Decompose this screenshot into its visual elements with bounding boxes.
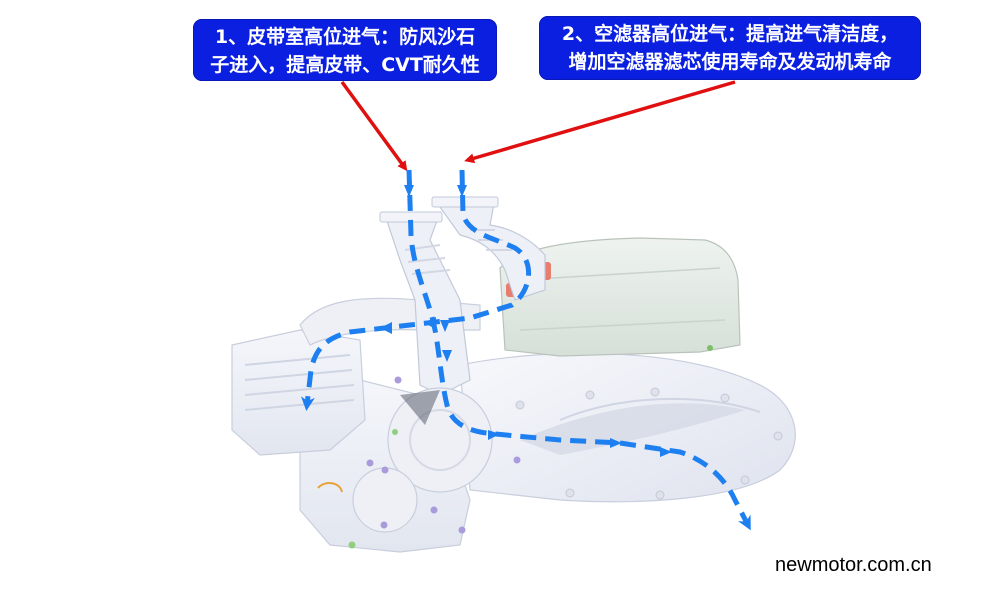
airflow-paths xyxy=(300,169,751,531)
watermark: newmotor.com.cn xyxy=(775,554,932,576)
callout-belt-chamber-intake: 1、皮带室高位进气：防风沙石 子进入，提高皮带、CVT耐久性 xyxy=(193,19,497,81)
callout-air-filter-intake: 2、空滤器高位进气：提高进气清洁度， 增加空滤器滤芯使用寿命及发动机寿命 xyxy=(539,16,921,80)
callout-2-line-1: 2、空滤器高位进气：提高进气清洁度， xyxy=(561,23,899,45)
airflow-belt-chamber xyxy=(406,169,751,531)
callout-1-line-1: 1、皮带室高位进气：防风沙石 xyxy=(214,26,476,48)
airflow-mid-arrows xyxy=(380,185,672,457)
callout-2-line-2: 增加空滤器滤芯使用寿命及发动机寿命 xyxy=(568,51,892,73)
pointer-arrow-2 xyxy=(464,80,736,164)
engine-illustration xyxy=(231,196,796,553)
cylinder-head xyxy=(231,329,366,456)
pointer-arrow-1 xyxy=(340,80,408,172)
callout-1-line-2: 子进入，提高皮带、CVT耐久性 xyxy=(210,54,480,76)
clutch-cover xyxy=(387,387,493,493)
